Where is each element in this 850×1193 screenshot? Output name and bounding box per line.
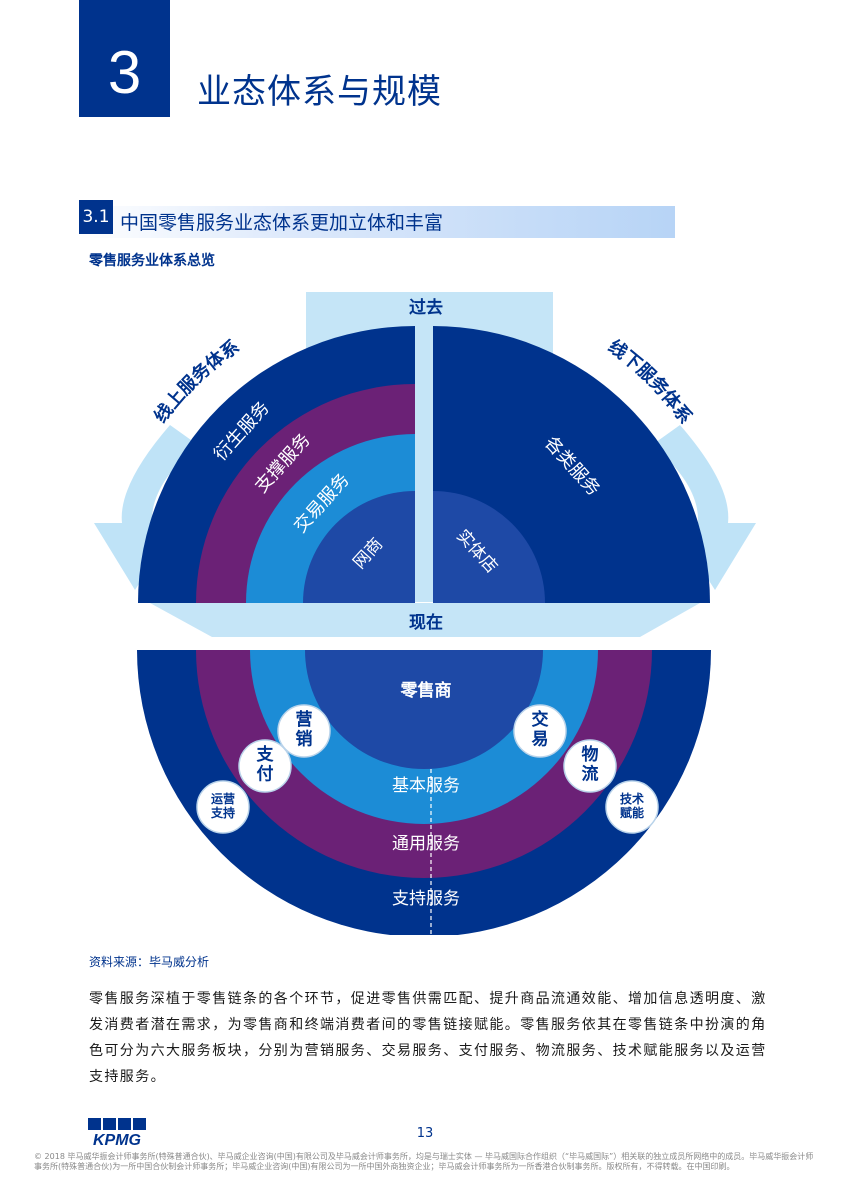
past-core-online	[303, 491, 415, 603]
kpmg-logo: KPMG	[88, 1118, 146, 1146]
retail-service-diagram: 过去 现在 线上服务体系 线下服务体系 衍生服务 支撑服务 交易服务 网商 实体…	[94, 292, 756, 935]
present-general-label: 通用服务	[392, 834, 460, 854]
circle-logistics-label: 物流	[582, 744, 599, 785]
present-band	[150, 603, 700, 637]
circle-tech	[605, 780, 659, 834]
present-support-label: 支持服务	[392, 889, 460, 909]
section-number: 3.1	[79, 200, 113, 234]
section-title-band	[79, 206, 675, 238]
page-number: 13	[416, 1126, 434, 1141]
circle-logistics	[563, 739, 617, 793]
chapter-number: 3	[79, 0, 170, 117]
footer-copyright: © 2018 毕马威华振会计师事务所(特殊普通合伙)、毕马威企业咨询(中国)有限…	[34, 1152, 814, 1171]
circle-trade-label: 交易	[532, 709, 549, 750]
past-core-offline	[433, 491, 545, 603]
offline-arrow	[652, 425, 756, 590]
present-core	[305, 650, 543, 769]
circle-operation-label: 运营支持	[210, 791, 235, 820]
present-core-label: 零售商	[400, 680, 452, 701]
circle-marketing	[277, 704, 331, 758]
figure-title: 零售服务业体系总览	[89, 253, 215, 269]
present-basic-label: 基本服务	[392, 776, 460, 796]
chapter-title: 业态体系与规模	[197, 72, 442, 112]
present-label: 现在	[409, 612, 443, 633]
source-note: 资料来源：毕马威分析	[89, 955, 210, 969]
circle-payment-label: 支付	[257, 744, 275, 785]
section-title: 中国零售服务业态体系更加立体和丰富	[120, 212, 444, 234]
circle-tech-label: 技术赋能	[620, 791, 644, 820]
circle-trade	[513, 704, 567, 758]
past-label: 过去	[409, 297, 443, 318]
circle-marketing-label: 营销	[296, 709, 313, 750]
body-paragraph: 零售服务深植于零售链条的各个环节，促进零售供需匹配、提升商品流通效能、增加信息透…	[89, 991, 767, 1085]
circle-payment	[238, 739, 292, 793]
online-arrow	[94, 425, 198, 590]
svg-text:KPMG: KPMG	[93, 1132, 141, 1146]
circle-operation	[196, 780, 250, 834]
